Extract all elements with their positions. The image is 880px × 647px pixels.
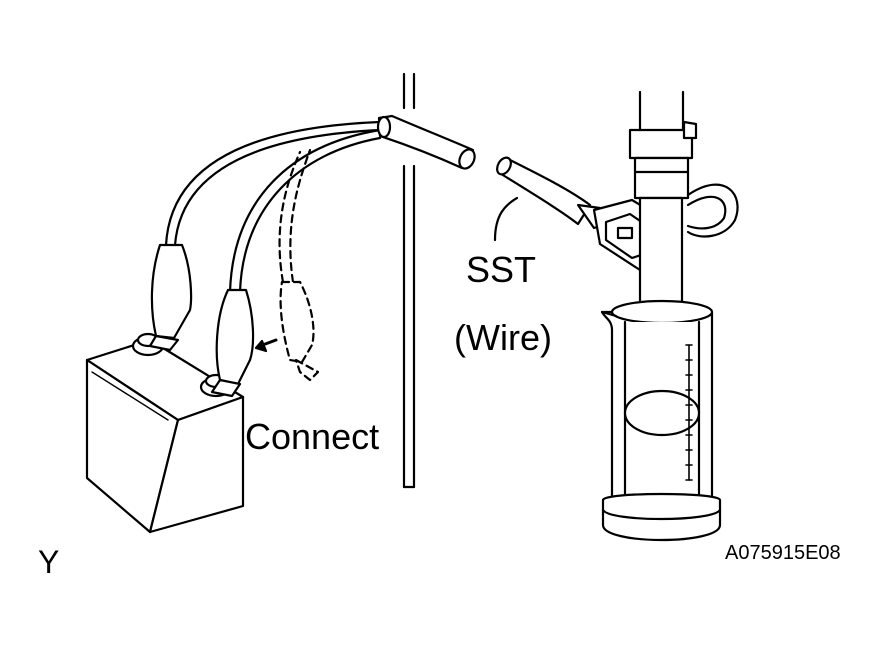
wire-label: (Wire) <box>454 317 552 358</box>
sst-label: SST <box>466 249 537 290</box>
battery <box>85 338 245 534</box>
figure-code-label: A075915E08 <box>725 542 841 564</box>
injector-hose-loop <box>686 183 739 238</box>
connect-label: Connect <box>245 416 380 457</box>
alligator-clip-2 <box>210 288 255 398</box>
cylinder-scale-marks <box>685 344 693 481</box>
alligator-clip-alt-dashed <box>279 280 320 382</box>
harness-wire-1 <box>164 120 382 247</box>
measuring-cylinder <box>600 299 722 542</box>
fuel-pipe <box>628 90 698 160</box>
connect-arrow <box>254 338 278 353</box>
harness-sleeve <box>376 114 476 170</box>
corner-letter-label: Y <box>38 544 60 580</box>
harness-wire-alt-dashed <box>278 148 312 284</box>
sst-leader-line <box>493 196 519 242</box>
section-divider <box>402 72 416 489</box>
harness-wire-2 <box>228 128 382 294</box>
alligator-clip-1 <box>148 243 193 352</box>
